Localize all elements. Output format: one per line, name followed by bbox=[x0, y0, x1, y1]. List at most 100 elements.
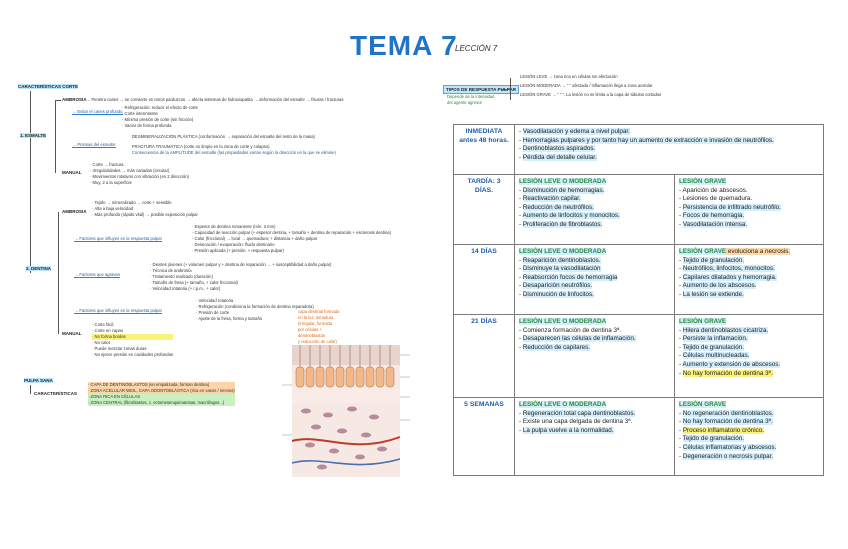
table-list-item: Disminuye la vasodilatación bbox=[519, 265, 670, 274]
pulpa-char-label: CARACTERÍSTICAS bbox=[34, 391, 78, 396]
table-list-item: Degeneración o necrosis pulpar. bbox=[679, 452, 819, 462]
caracteristicas-label: CARACTERÍSTICAS CORTE bbox=[18, 84, 79, 89]
pulpa-label: PULPA SANA bbox=[24, 378, 53, 383]
table-list-item: Vasodilatación y edema a nivel pulpar. bbox=[519, 128, 819, 137]
immediate-effects-cell: Vasodilatación y edema a nivel pulpar.He… bbox=[514, 124, 824, 175]
severe-lesion-suffix: evoluciona a necrosis. bbox=[726, 248, 791, 255]
table-list-item: Aumento de los abscesos. bbox=[679, 282, 819, 291]
table-list-item: Neutrófilos, linfocitos, monocitos. bbox=[679, 265, 819, 274]
table-list-item: Focos de hemorragia. bbox=[679, 212, 819, 221]
table-list-item: Capilares dilatados y hemorragia. bbox=[679, 273, 819, 283]
table-list-item: Tejido de granulación. bbox=[679, 435, 819, 444]
table-list-item: Comienza formación de dentina 3ª. bbox=[519, 327, 670, 336]
page-subtitle: LECCIÓN 7 bbox=[455, 44, 498, 53]
severe-lesion-cell: LESIÓN GRAVENo regeneración dentinoblast… bbox=[674, 397, 824, 476]
esmalte-ambrosia-label: AMBROSIA bbox=[62, 97, 87, 102]
table-list-item: La pulpa vuelve a la normalidad. bbox=[519, 426, 670, 436]
table-list-item: Disminución de linfocitos. bbox=[519, 290, 670, 300]
table-list-item: Reaparición dentinoblastos. bbox=[519, 256, 670, 266]
severe-lesion-title: LESIÓN GRAVE bbox=[679, 178, 727, 185]
table-list-item: Proliferación de fibroblastos. bbox=[519, 220, 670, 230]
table-list-item: Células multinucleadas. bbox=[679, 352, 819, 361]
table-list-item: Reabsorción focos de hemorragia bbox=[519, 273, 670, 283]
page-title: TEMA 7 bbox=[350, 30, 458, 61]
table-list-item: Células inflamatorias y abscesos. bbox=[679, 443, 819, 453]
table-list-item: Vasodilatación intensa. bbox=[679, 220, 819, 230]
dentina-factors3-list: · Velocidad rotatoria · Refrigeración (c… bbox=[196, 298, 314, 321]
severe-lesion-title: LESIÓN GRAVE bbox=[679, 318, 727, 325]
table-list-item: Existe una capa delgada de dentina 3ª. bbox=[519, 418, 670, 427]
pulpa-list: · CAPA DE DENTINOBLASTOS (en empalizada,… bbox=[88, 382, 235, 406]
table-list-item: Reactivación capilar. bbox=[519, 195, 670, 204]
table-list-item: Proceso inflamatorio crónico. bbox=[679, 426, 819, 436]
moderate-lesion-cell: LESIÓN LEVE O MODERADADisminución de hem… bbox=[514, 174, 675, 245]
esmalte-label: 1. ESMALTE bbox=[20, 133, 47, 138]
response-types-sub: Depende de la intensidad del agente agre… bbox=[447, 94, 495, 105]
table-row: INMEDIATA antes 48 horas.Vasodilatación … bbox=[453, 124, 824, 175]
severe-lesion-title: LESIÓN GRAVE bbox=[679, 401, 727, 408]
table-list-item: La lesión se extiende. bbox=[679, 290, 819, 300]
severe-lesion-cell: LESIÓN GRAVE Aparición de abscesos.Lesion… bbox=[674, 174, 824, 245]
moderate-lesion-title: LESIÓN LEVE O MODERADA bbox=[519, 178, 607, 185]
severe-lesion-cell: LESIÓN GRAVEHilera dentinoblastos cicatr… bbox=[674, 314, 824, 398]
esmalte-manual-list: · Corte → fractura · Irregularidades → m… bbox=[90, 162, 189, 185]
table-list-item: Tejido de granulación. bbox=[679, 256, 819, 266]
table-list-item: Aumento y extensión de abscesos. bbox=[679, 360, 819, 370]
table-list-item: Persistencia de infiltrado neutrófilo. bbox=[679, 203, 819, 213]
table-list-item: Desaparición neutrófilos. bbox=[519, 282, 670, 291]
time-cell: TARDÍA: 3 DÍAS. bbox=[453, 174, 515, 245]
esmalte-prisms: → Prismas del esmalte: bbox=[72, 142, 117, 148]
severe-lesion-cell: LESIÓN GRAVE evoluciona a necrosis.Tejid… bbox=[674, 244, 824, 315]
pulp-histology-illustration bbox=[272, 345, 422, 477]
dentina-ambrosia-list: · Tejido → mineralizado → corte + sensib… bbox=[92, 200, 198, 217]
moderate-lesion-title: LESIÓN LEVE O MODERADA bbox=[519, 248, 607, 255]
time-cell: 14 DÍAS bbox=[453, 244, 515, 315]
table-list-item: Persiste la inflamación. bbox=[679, 335, 819, 344]
dentina-factors3: → Factores que influyen en la respuesta … bbox=[74, 308, 162, 314]
table-list-item: Dentinoblastos aspirados. bbox=[519, 145, 819, 154]
table-list-item: Lesiones de quemadura. bbox=[679, 195, 819, 204]
time-cell: INMEDIATA antes 48 horas. bbox=[453, 124, 515, 175]
moderate-lesion-cell: LESIÓN LEVE O MODERADA Comienza formación… bbox=[514, 314, 675, 398]
dentina-orange-note: capa dentinal formada en la luz: inmadur… bbox=[298, 309, 340, 344]
severe-lesion-title: LESIÓN GRAVE bbox=[679, 248, 727, 255]
dentina-factors2: → Factores que agravan bbox=[74, 272, 121, 278]
dentina-manual-list: · Corte fácil · Corte en capas · No form… bbox=[92, 322, 174, 357]
dentina-factors1-list: · Espesor de dentina remanente (mín. 2 m… bbox=[192, 224, 392, 253]
moderate-lesion-title: LESIÓN LEVE O MODERADA bbox=[519, 401, 607, 408]
response-types-title: TIPOS DE RESPUESTA PULPAR bbox=[443, 85, 520, 94]
esmalte-ambrosia-text: → Penetra caries → se convierte en tonos… bbox=[86, 97, 344, 102]
table-list-item: Reducción de capilares. bbox=[519, 343, 670, 353]
table-row: TARDÍA: 3 DÍAS.LESIÓN LEVE O MODERADADis… bbox=[453, 174, 824, 245]
table-list-item: Aumento de linfocitos y monocitos. bbox=[519, 212, 670, 221]
dentina-factors1: → Factores que influyen en la respuesta … bbox=[74, 236, 162, 242]
lesion-levels-list: LESIÓN LEVE → zona rica en células sin a… bbox=[520, 74, 662, 97]
dentina-manual-label: MANUAL bbox=[62, 331, 82, 336]
table-list-item: Hemorragias pulpares y por tanto hay un … bbox=[519, 136, 819, 146]
pulp-response-table: INMEDIATA antes 48 horas.Vasodilatación … bbox=[453, 124, 824, 476]
table-list-item: No hay formación de dentina 3ª. bbox=[679, 369, 819, 379]
table-list-item: Reducción de neutrófilos. bbox=[519, 203, 670, 213]
table-list-item: No hay formación de dentina 3ª. bbox=[679, 418, 819, 427]
esmalte-brown: → Evitar el caries profundo bbox=[72, 109, 123, 115]
table-list-item: Pérdida del detalle celular. bbox=[519, 153, 819, 163]
table-list-item: No regeneración dentinoblastos. bbox=[679, 409, 819, 419]
table-row: 21 DÍAS LESIÓN LEVE O MODERADA Comienza fo… bbox=[453, 314, 824, 398]
moderate-lesion-cell: LESIÓN LEVE O MODERADAReaparición dentin… bbox=[514, 244, 675, 315]
time-cell: 21 DÍAS bbox=[453, 314, 515, 398]
esmalte-manual-label: MANUAL bbox=[62, 170, 82, 175]
time-cell: 5 SEMANAS bbox=[453, 397, 515, 476]
moderate-lesion-cell: LESIÓN LEVE O MODERADARegeneración total… bbox=[514, 397, 675, 476]
table-list-item: Disminución de hemorragias. bbox=[519, 186, 670, 196]
table-list-item: Hilera dentinoblastos cicatriza. bbox=[679, 326, 819, 336]
esmalte-brown-list: · Refrigeración: reducir el efecto de co… bbox=[122, 105, 198, 128]
table-list-item: Tejido de granulación. bbox=[679, 343, 819, 353]
dentina-label: 2. DENTINA bbox=[26, 266, 52, 271]
dentina-factors2-list: · Dientes jóvenes (+ volumen pulpar y + … bbox=[150, 262, 332, 291]
moderate-lesion-title: LESIÓN LEVE O MODERADA bbox=[519, 318, 607, 325]
table-list-item: Aparición de abscesos. bbox=[679, 187, 819, 196]
esmalte-prisms-list: DESMINERALIZACIÓN PLÁSTICA (conformación… bbox=[132, 134, 336, 155]
dentina-ambrosia-label: AMBROSIA bbox=[62, 209, 87, 214]
table-list-item: Regeneración total capa dentinoblastos. bbox=[519, 409, 670, 419]
